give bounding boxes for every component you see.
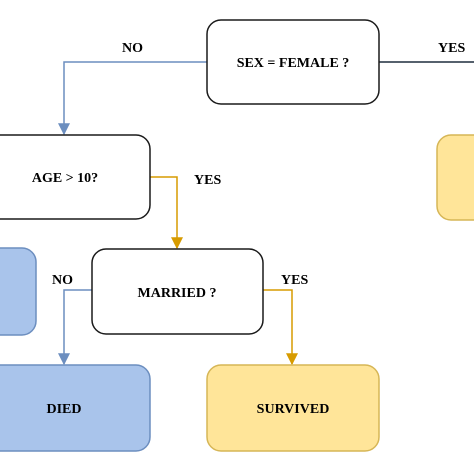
- decision-node-married-box: [91, 248, 264, 335]
- decision-node-age: AGE > 10?: [0, 134, 151, 220]
- edge-label-age-yes: YES: [194, 173, 221, 188]
- leaf-node-died-label: DIED: [46, 402, 81, 417]
- edge-label-married-no: NO: [52, 273, 73, 288]
- edge-age-yes-connector: [150, 176, 183, 250]
- edge-label-married-yes: YES: [281, 273, 308, 288]
- leaf-node-died-box: [0, 364, 151, 452]
- leaf-node-died: DIED: [0, 364, 151, 452]
- decision-node-sex-box: [206, 19, 380, 105]
- leaf-node-survived: SURVIVED: [206, 364, 380, 452]
- decision-node-married-label: MARRIED ?: [138, 286, 217, 301]
- leaf-node-survived-box: [206, 364, 380, 452]
- decision-node-sex: SEX = FEMALE ?: [206, 19, 380, 105]
- edge-label-root-yes: YES: [438, 41, 465, 56]
- edge-married-yes-connector: [263, 289, 298, 366]
- edge-label-root-no: NO: [122, 41, 143, 56]
- edge-root-no-connector: [58, 61, 207, 136]
- decision-node-sex-label: SEX = FEMALE ?: [237, 56, 350, 71]
- decision-node-married: MARRIED ?: [91, 248, 264, 335]
- decision-node-age-label: AGE > 10?: [32, 171, 98, 186]
- edge-married-no-connector: [58, 289, 92, 366]
- leaf-node-survived-label: SURVIVED: [257, 402, 330, 417]
- partial-leaf-node-right: [436, 134, 474, 221]
- decision-node-age-box: [0, 134, 151, 220]
- partial-leaf-node-left: [0, 247, 37, 336]
